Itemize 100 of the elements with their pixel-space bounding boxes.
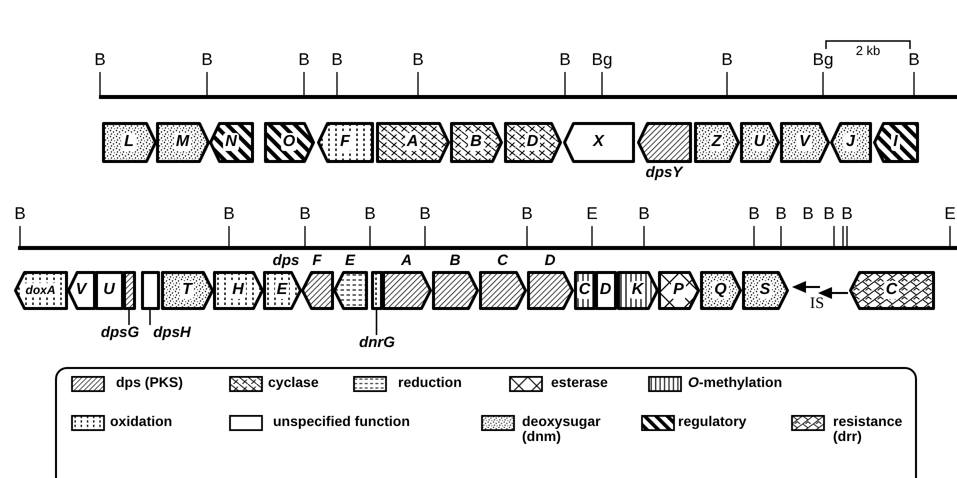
gene-segment (575, 272, 594, 308)
gene-segment (103, 123, 155, 161)
gene-segment (831, 123, 870, 161)
gene-label: C (576, 281, 592, 299)
gene-label: U (752, 133, 768, 151)
gene-label: Z (710, 133, 724, 151)
restriction-site-label: Bg (812, 51, 834, 68)
gene-label: H (230, 281, 246, 299)
restriction-site-label: B (298, 51, 310, 68)
gene-name: dps (272, 253, 300, 268)
gene-segment (142, 272, 158, 308)
gene-name: dnrG (359, 335, 395, 350)
legend-label: cyclase (268, 375, 319, 390)
gene-segment (695, 123, 738, 161)
gene-name: dpsY (646, 165, 682, 180)
gene-label: B (468, 133, 484, 151)
restriction-site-label: B (419, 205, 431, 222)
gene-segment (214, 272, 262, 308)
restriction-site-label: B (823, 205, 835, 222)
gene-segment (781, 123, 828, 161)
restriction-site-label: B (331, 51, 343, 68)
gene-segment (162, 272, 212, 308)
restriction-site-label: B (94, 51, 106, 68)
gene-label: A (404, 133, 420, 151)
element-label: IS (810, 296, 824, 312)
gene-label: O (280, 133, 298, 151)
gene-label: E (274, 281, 290, 299)
gene-segment (451, 123, 501, 161)
gene-segment (596, 272, 615, 308)
restriction-site-label: E (944, 205, 956, 222)
gene-name: E (345, 253, 355, 268)
legend-label: unspecified function (273, 414, 410, 430)
leader-line (128, 310, 130, 325)
gene-segment (433, 272, 477, 308)
gene-label: K (630, 281, 646, 299)
gene-segment (157, 123, 208, 161)
restriction-site-label: B (14, 205, 26, 222)
gene-label: F (338, 133, 352, 151)
gene-label: J (844, 133, 857, 151)
legend-label: oxidation (110, 414, 172, 430)
gene-label: doxA (24, 283, 58, 297)
restriction-site-label: B (841, 205, 853, 222)
gene-segment (265, 123, 313, 161)
legend-label: esterase (551, 375, 608, 390)
gene-label: T (180, 281, 194, 299)
gene-segment (124, 272, 134, 308)
legend-label: reduction (398, 375, 462, 390)
gene-name: dpsH (153, 325, 191, 340)
gene-name: F (312, 253, 322, 268)
gene-segment (264, 272, 300, 308)
restriction-site-label: B (908, 51, 920, 68)
restriction-site-label: B (721, 51, 733, 68)
gene-label: D (524, 133, 540, 151)
legend-label: dps (PKS) (116, 375, 183, 390)
leader-line (149, 310, 151, 325)
restriction-site-label: B (201, 51, 213, 68)
scale-label: 2 kb (856, 44, 880, 57)
gene-name: dpsG (100, 325, 140, 340)
gene-label: M (174, 133, 192, 151)
legend-label: deoxysugar (dnm) (522, 414, 602, 445)
gene-segment (618, 272, 657, 308)
gene-segment (377, 123, 448, 161)
legend-label: regulatory (678, 414, 746, 430)
restriction-site-label: B (775, 205, 787, 222)
gene-segment (480, 272, 525, 308)
legend-label: resistance (drr) (833, 414, 904, 445)
gene-segment (302, 272, 332, 308)
restriction-site-label: B (364, 205, 376, 222)
gene-label: Q (712, 281, 729, 299)
legend-label: O-methylation (688, 375, 782, 390)
gene-label: P (671, 281, 686, 299)
restriction-site-label: B (638, 205, 650, 222)
gene-segment (741, 123, 778, 161)
restriction-site-label: B (748, 205, 760, 222)
leader-line (376, 310, 378, 335)
gene-segment (743, 272, 787, 308)
gene-label: C (884, 281, 900, 299)
gene-segment (96, 272, 122, 308)
gene-segment (334, 272, 366, 308)
gene-segment (372, 272, 381, 308)
gene-segment (564, 123, 633, 161)
gene-name: B (450, 253, 460, 268)
gene-segment (383, 272, 430, 308)
gene-name: D (544, 253, 556, 268)
restriction-site-label: B (521, 205, 533, 222)
restriction-site-label: B (223, 205, 235, 222)
gene-segment (528, 272, 572, 308)
restriction-site-label: E (586, 205, 598, 222)
gene-label: V (797, 133, 812, 151)
gene-name: C (497, 253, 508, 268)
gene-segment (210, 123, 252, 161)
restriction-site-label: B (299, 205, 311, 222)
gene-segment (68, 272, 94, 308)
gene-segment (659, 272, 698, 308)
gene-segment (874, 123, 917, 161)
gene-segment (701, 272, 740, 308)
gene-segment (505, 123, 560, 161)
gene-segment (318, 123, 372, 161)
gene-label: N (223, 133, 239, 151)
restriction-site-label: B (802, 205, 814, 222)
